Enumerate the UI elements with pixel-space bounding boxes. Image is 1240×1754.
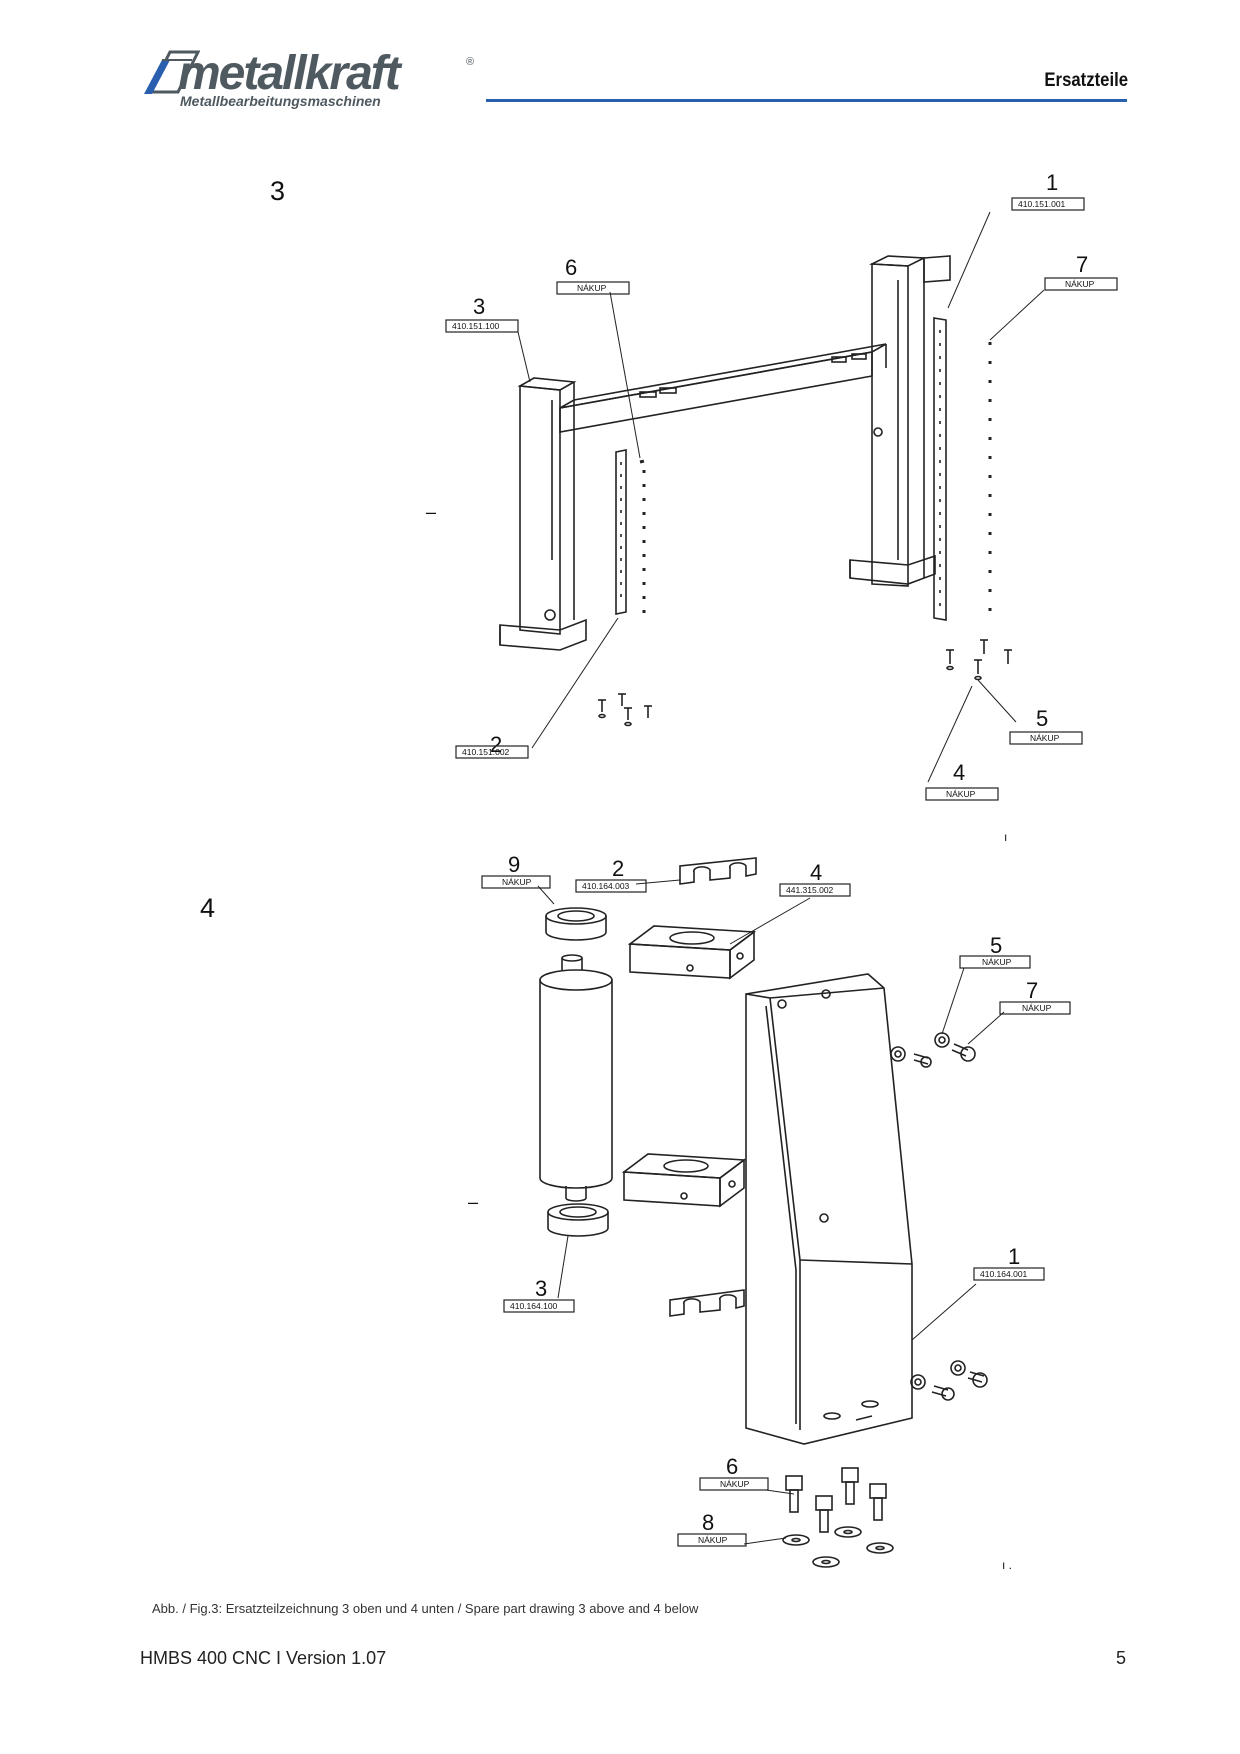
bolt-group <box>598 693 652 727</box>
callout-number: 6 <box>726 1454 738 1479</box>
callout-number: 6 <box>565 255 577 280</box>
company-logo <box>140 46 480 112</box>
part-code: NÁKUP <box>720 1479 750 1489</box>
part-code: 410.164.100 <box>510 1301 558 1311</box>
logo-mark-icon <box>144 50 200 94</box>
callout-number: 7 <box>1026 978 1038 1003</box>
logo-tagline: Metallbearbeitungsmaschinen <box>180 93 381 109</box>
part-code: NÁKUP <box>982 957 1012 967</box>
part-code: NÁKUP <box>946 789 976 799</box>
header-rule <box>486 99 1127 102</box>
callout-number: 2 <box>612 856 624 881</box>
figure-3-number: 3 <box>270 176 286 206</box>
screw-group <box>785 1467 887 1533</box>
callout-number: 7 <box>1076 252 1088 277</box>
part-code: NÁKUP <box>1065 279 1095 289</box>
stray-mark: – <box>426 502 437 522</box>
callout-number: 3 <box>535 1276 547 1301</box>
part-code: NÁKUP <box>1030 733 1060 743</box>
callout-number: 9 <box>508 852 520 877</box>
part-code: 410.151.100 <box>452 321 500 331</box>
part-code: 410.151.002 <box>462 747 510 757</box>
logo-registered-mark: ® <box>466 56 475 68</box>
logo-wordmark: metallkraft <box>178 47 401 100</box>
bracket-drawing <box>537 857 1005 1568</box>
part-code: 410.164.003 <box>582 881 630 891</box>
callout-number: 3 <box>473 294 485 319</box>
part-code: 410.151.001 <box>1018 199 1066 209</box>
callout-number: 4 <box>810 860 822 885</box>
figure-caption: Abb. / Fig.3: Ersatzteilzeichnung 3 oben… <box>152 1601 699 1616</box>
callout-number: 4 <box>953 760 965 785</box>
bolt-group <box>946 639 1012 681</box>
figure-4-number: 4 <box>200 893 216 923</box>
stray-mark: ı . <box>1002 1558 1013 1572</box>
washer-group <box>782 1526 894 1568</box>
part-code: NÁKUP <box>577 283 607 293</box>
part-code: NÁKUP <box>1022 1003 1052 1013</box>
section-title: Ersatzteile <box>1044 70 1128 91</box>
callout-number: 5 <box>990 933 1002 958</box>
footer-document-version: HMBS 400 CNC I Version 1.07 <box>140 1648 387 1668</box>
part-code: 410.164.001 <box>980 1269 1028 1279</box>
frame-drawing <box>499 211 1045 783</box>
part-code: NÁKUP <box>698 1535 728 1545</box>
stray-mark: – <box>468 1192 479 1212</box>
callout-number: 5 <box>1036 706 1048 731</box>
callout-number: 1 <box>1008 1244 1020 1269</box>
stray-mark: ı <box>1004 830 1008 844</box>
footer-page-number: 5 <box>1115 1648 1126 1668</box>
callout-number: 2 <box>490 732 502 757</box>
part-code: 441.315.002 <box>786 885 834 895</box>
callout-number: 8 <box>702 1510 714 1535</box>
callout-number: 1 <box>1046 170 1058 195</box>
part-code: NÁKUP <box>502 877 532 887</box>
